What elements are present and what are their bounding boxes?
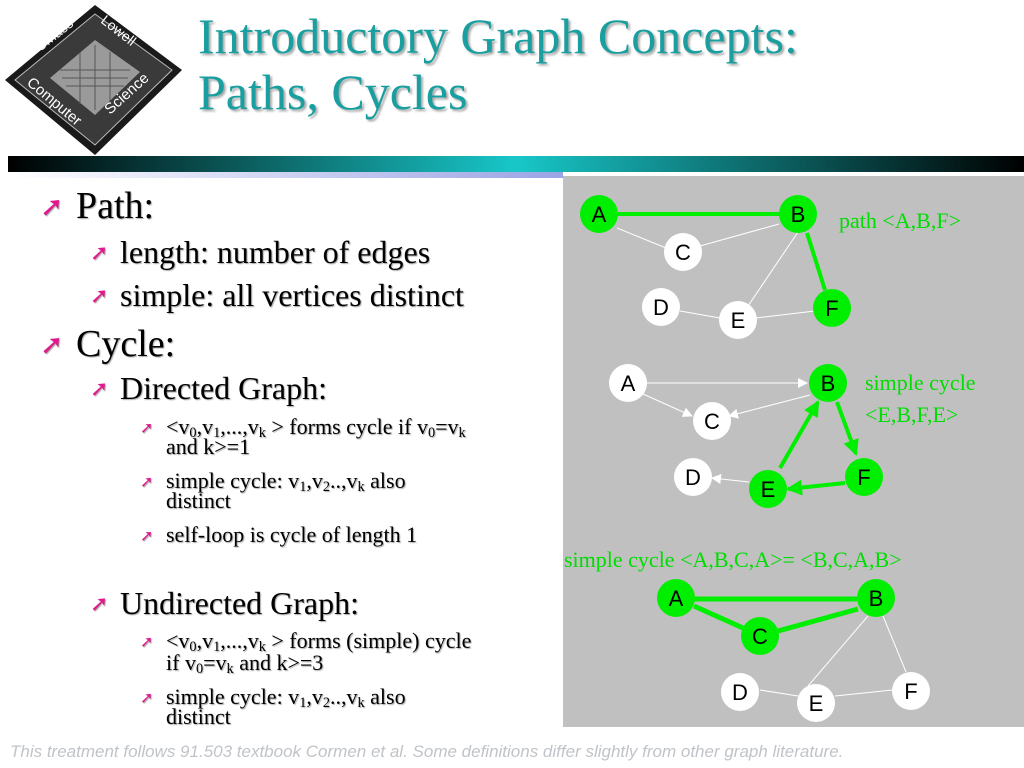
bullet-arrow-icon: ➚ xyxy=(40,192,64,223)
node-b: B xyxy=(779,195,817,233)
slide-title: Introductory Graph Concepts: Paths, Cycl… xyxy=(198,8,998,120)
svg-text:C: C xyxy=(675,240,691,265)
node-e: E xyxy=(749,470,787,508)
bullet-arrow-icon: ➚ xyxy=(140,690,154,707)
svg-text:C: C xyxy=(752,624,768,649)
bullet-arrow-icon: ➚ xyxy=(140,474,154,491)
bullet-arrow-icon: ➚ xyxy=(140,420,154,437)
node-b: B xyxy=(857,579,895,617)
svg-text:E: E xyxy=(731,308,746,333)
svg-text:E: E xyxy=(809,691,824,716)
node-b: B xyxy=(809,364,847,402)
svg-text:D: D xyxy=(685,465,701,490)
bullet-arrow-icon: ➚ xyxy=(140,528,154,545)
svg-text:F: F xyxy=(904,679,917,704)
svg-text:A: A xyxy=(669,586,684,611)
svg-text:D: D xyxy=(732,680,748,705)
svg-text:A: A xyxy=(621,371,636,396)
node-c: C xyxy=(693,402,731,440)
svg-text:A: A xyxy=(592,202,607,227)
title-divider-shadow xyxy=(8,172,563,178)
svg-text:F: F xyxy=(857,465,870,490)
node-f: F xyxy=(845,458,883,496)
footer-note: This treatment follows 91.503 textbook C… xyxy=(10,742,844,761)
caption-undirected-cycle: simple cycle <A,B,C,A>= <B,C,A,B> xyxy=(564,547,902,572)
node-e: E xyxy=(719,301,757,339)
graph-diagrams: A B C D E F path <A,B,F> A B C D E F sim… xyxy=(564,195,976,722)
node-d: D xyxy=(721,673,759,711)
bullet-arrow-icon: ➚ xyxy=(90,240,109,265)
bullet-arrow-icon: ➚ xyxy=(40,330,64,361)
umass-lowell-cs-logo: UMass Lowell Computer Science xyxy=(5,5,182,155)
bullet-arrow-icon: ➚ xyxy=(140,634,154,651)
title-line-1: Introductory Graph Concepts: xyxy=(198,8,798,64)
bullet-arrow-icon: ➚ xyxy=(90,283,109,308)
svg-text:F: F xyxy=(825,296,838,321)
svg-text:B: B xyxy=(821,371,836,396)
node-c: C xyxy=(664,233,702,271)
node-f: F xyxy=(892,672,930,710)
node-d: D xyxy=(642,288,680,326)
graph-examples-panel: A B C D E F path <A,B,F> A B C D E F sim… xyxy=(563,176,1024,727)
graph-directed-cycle-example: A B C D E F simple cycle <E,B,F,E> xyxy=(609,364,976,508)
title-divider xyxy=(8,156,1024,172)
bullet-arrow-icon: ➚ xyxy=(90,376,109,401)
svg-text:B: B xyxy=(869,586,884,611)
caption-simple-cycle: simple cycle xyxy=(865,370,976,395)
caption-cycle-sequence: <E,B,F,E> xyxy=(865,402,958,427)
node-a: A xyxy=(609,364,647,402)
graph-undirected-cycle-example: simple cycle <A,B,C,A>= <B,C,A,B> A B C … xyxy=(564,547,930,722)
node-a: A xyxy=(657,579,695,617)
title-line-2: Paths, Cycles xyxy=(198,64,468,120)
node-c: C xyxy=(741,617,779,655)
caption-path: path <A,B,F> xyxy=(839,208,961,233)
node-a: A xyxy=(580,195,618,233)
svg-text:B: B xyxy=(791,202,806,227)
bullet-arrow-icon: ➚ xyxy=(90,591,109,616)
graph-path-example: A B C D E F path <A,B,F> xyxy=(580,195,961,339)
node-f: F xyxy=(813,289,851,327)
node-d: D xyxy=(674,458,712,496)
svg-text:E: E xyxy=(761,477,776,502)
svg-text:C: C xyxy=(704,409,720,434)
node-e: E xyxy=(797,684,835,722)
svg-text:D: D xyxy=(653,295,669,320)
